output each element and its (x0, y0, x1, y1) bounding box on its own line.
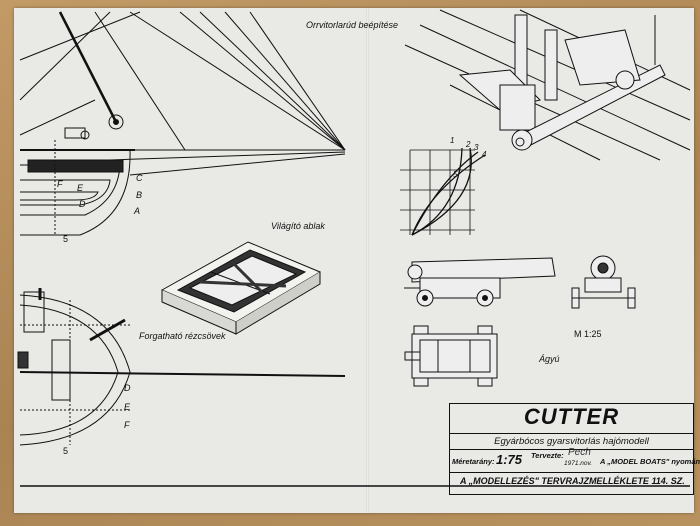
footer-divider (449, 472, 694, 473)
hull-letter-upper: E (77, 183, 84, 193)
hull-letter-upper: A (134, 206, 141, 216)
hull-letter-lower: F (124, 420, 130, 430)
subtitle-divider (449, 449, 694, 450)
windlass-drawing (404, 9, 691, 161)
skylight-drawing (160, 241, 322, 335)
cannon-top-view (404, 325, 498, 387)
copper-tube-label: Forgatható rézcsövek (139, 331, 226, 341)
scale-value: 1:75 (496, 452, 523, 467)
pulley-block (108, 114, 124, 130)
hull-letter-upper: C (136, 173, 143, 183)
section-number-lower: 5 (63, 446, 69, 456)
hull-section-lower (17, 288, 346, 446)
source-credit: A „MODEL BOATS" nyomán (600, 457, 700, 466)
curve-label-1: 1 (450, 136, 455, 145)
drawing-subtitle: Egyárbócos gyarsvitorlás hajómodell (494, 436, 649, 447)
designer-date: 1971.nov. (564, 460, 593, 467)
curve-grid (400, 147, 486, 236)
section-number-upper: 5 (63, 234, 69, 244)
curve-label-4: 4 (482, 150, 487, 159)
cannon-scale-label: M 1:25 (574, 329, 602, 339)
hull-letter-upper: F (57, 179, 63, 189)
hull-letter-upper: B (136, 190, 143, 200)
drawing-title: CUTTER (523, 404, 620, 429)
title-divider (449, 433, 694, 434)
footer-text: A „MODELLEZÉS" TERVRAJZMELLÉKLETE 114. S… (460, 476, 685, 486)
curve-label-2: 2 (466, 140, 471, 149)
hull-letter-lower: D (124, 383, 131, 393)
hull-letter-upper: D (79, 199, 86, 209)
hull-section-upper (20, 127, 135, 236)
hull-letter-lower: E (124, 402, 131, 412)
cannon-label: Ágyú (539, 354, 560, 364)
cannon-side-view (404, 257, 556, 307)
blueprint-sheet (14, 8, 694, 513)
rigging-lines (19, 11, 346, 176)
sheet-fold (366, 8, 369, 513)
rigging-label: Orrvitorlarúd beépítése (306, 20, 399, 30)
scale-label: Méretarány: (452, 457, 495, 466)
curve-label-5: 5 (453, 170, 458, 179)
designer-signature: Pech (568, 447, 591, 458)
cannon-front-view (571, 255, 636, 309)
designer-label: Tervezte: (531, 451, 564, 460)
skylight-label: Világító ablak (271, 221, 325, 231)
curve-label-3: 3 (474, 143, 479, 152)
